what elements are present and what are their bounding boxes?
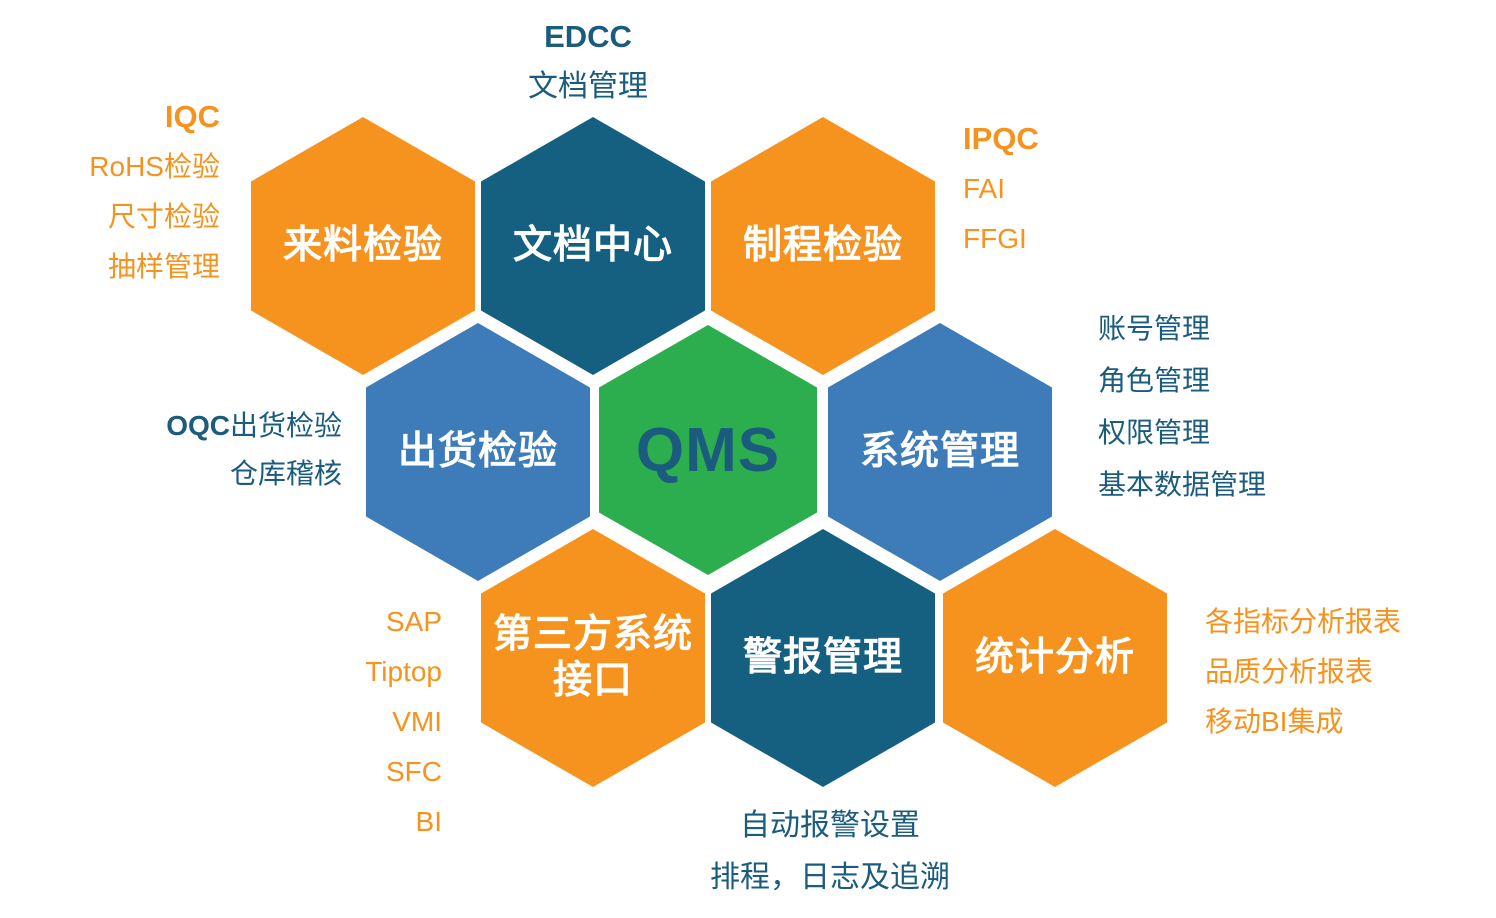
annotation-line: Tiptop (365, 656, 442, 687)
hex-document-center: 文档中心 (481, 117, 705, 375)
hex-statistical-analysis-label: 统计分析 (974, 635, 1135, 679)
hex-incoming-inspection-label: 来料检验 (282, 223, 443, 267)
annotation-oqc: OQC出货检验 仓库稽核 (100, 402, 342, 498)
annotation-edcc: EDCC 文档管理 (458, 12, 718, 112)
annotation-iqc-title: IQC (164, 99, 220, 134)
third-party-line1: 第三方系统 (492, 612, 693, 656)
hex-incoming-inspection: 来料检验 (251, 117, 475, 375)
annotation-system-management: 账号管理 角色管理 权限管理 基本数据管理 (1098, 303, 1266, 511)
annotation-third-party-systems: SAP Tiptop VMI SFC BI (250, 597, 442, 847)
annotation-line: 尺寸检验 (107, 201, 220, 232)
annotation-line: 仓库稽核 (229, 458, 342, 489)
hex-process-inspection-label: 制程检验 (742, 223, 903, 267)
hex-third-party-interface: 第三方系统 接口 (481, 529, 705, 787)
annotation-line: 抽样管理 (107, 251, 220, 282)
annotation-line: 移动BI集成 (1205, 706, 1344, 737)
hex-alarm-management: 警报管理 (711, 529, 935, 787)
annotation-line: 各指标分析报表 (1205, 606, 1402, 637)
annotation-oqc-title: OQC出货检验 (100, 402, 342, 450)
hex-system-management: 系统管理 (828, 323, 1052, 581)
annotation-edcc-title: EDCC (544, 19, 632, 54)
annotation-oqc-bold: OQC (166, 410, 230, 441)
hex-document-center-label: 文档中心 (512, 223, 673, 267)
annotation-line: 角色管理 (1098, 365, 1211, 396)
annotation-ipqc: IPQC FAI FFGI (963, 114, 1039, 264)
annotation-line: 自动报警设置 (740, 809, 920, 842)
hex-shipment-inspection: 出货检验 (366, 323, 590, 581)
annotation-statistical-analysis: 各指标分析报表 品质分析报表 移动BI集成 (1205, 597, 1401, 747)
qms-title: QMS (635, 415, 781, 485)
annotation-line: 权限管理 (1098, 417, 1211, 448)
annotation-alarm-management: 自动报警设置 排程，日志及追溯 (630, 800, 1030, 904)
hex-process-inspection: 制程检验 (711, 117, 935, 375)
annotation-line: 基本数据管理 (1098, 469, 1267, 500)
annotation-line: 账号管理 (1098, 313, 1211, 344)
hex-statistical-analysis: 统计分析 (943, 529, 1167, 787)
hex-system-management-label: 系统管理 (859, 429, 1020, 473)
annotation-line: SAP (385, 606, 442, 637)
annotation-line: BI (415, 806, 442, 837)
annotation-line: FFGI (963, 223, 1027, 254)
hex-qms-center: QMS (599, 325, 817, 575)
annotation-oqc-rest: 出货检验 (229, 410, 342, 441)
annotation-line: 排程，日志及追溯 (710, 861, 950, 894)
annotation-line: 品质分析报表 (1205, 656, 1374, 687)
annotation-line: VMI (392, 706, 442, 737)
annotation-line: FAI (963, 173, 1006, 204)
annotation-line: SFC (386, 756, 442, 787)
hex-shipment-inspection-label: 出货检验 (397, 429, 558, 473)
annotation-line: 文档管理 (528, 70, 648, 103)
third-party-line2: 接口 (552, 659, 633, 702)
annotation-line: RoHS检验 (89, 151, 220, 182)
hex-alarm-management-label: 警报管理 (742, 635, 903, 679)
hex-third-party-interface-label: 第三方系统 接口 (493, 612, 693, 704)
annotation-ipqc-title: IPQC (963, 121, 1039, 156)
annotation-iqc: IQC RoHS检验 尺寸检验 抽样管理 (15, 92, 220, 292)
